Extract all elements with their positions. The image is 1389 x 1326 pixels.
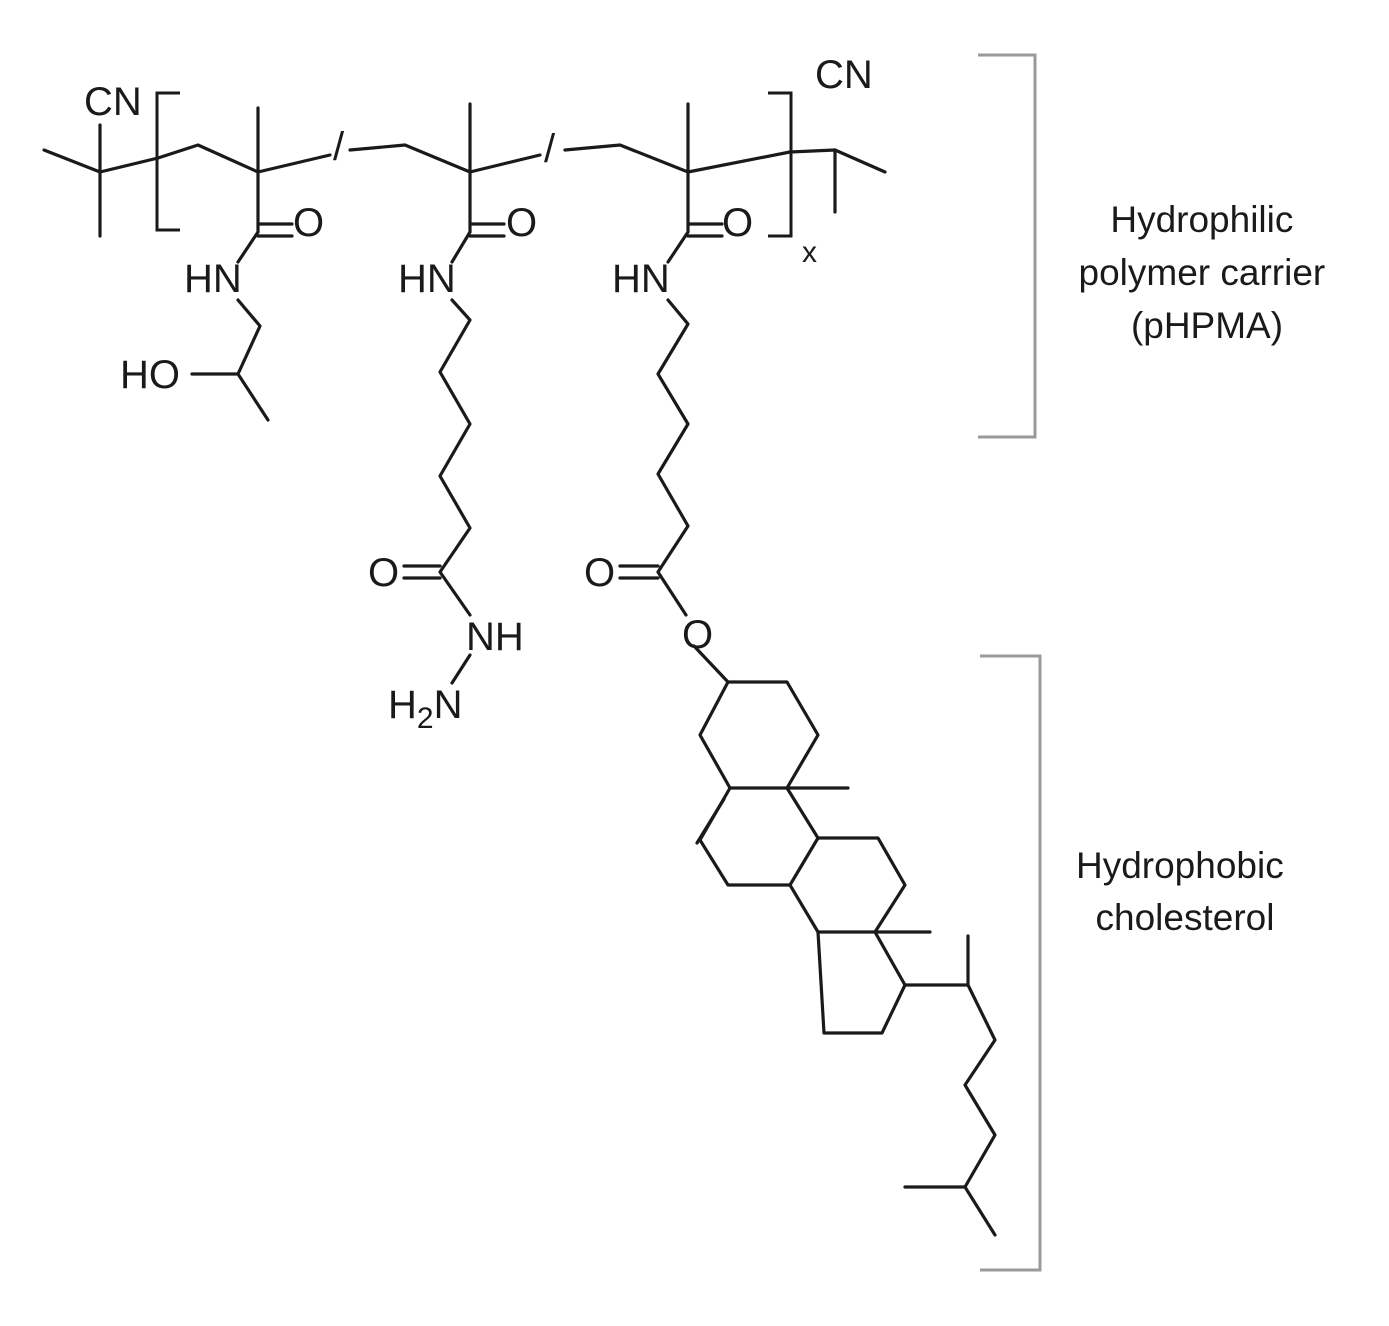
random-copolymer-slash-2: /: [544, 127, 556, 171]
random-copolymer-slash-1: /: [333, 125, 345, 169]
carbonyl-oxygen-2: O: [506, 201, 537, 245]
left-end-group: [42, 123, 160, 238]
ring-b-double-bond: [695, 797, 726, 845]
hydrazide-unit: [402, 170, 506, 685]
hydrophilic-caption: Hydrophilic polymer carrier (pHPMA): [1079, 199, 1336, 346]
cholesterol-core: [695, 680, 997, 1237]
carbonyl-oxygen-3: O: [722, 201, 753, 245]
nitrile-left-label: CN: [84, 80, 142, 124]
hydrazide-carbonyl-oxygen: O: [368, 551, 399, 595]
ester-spacer-unit: [618, 170, 730, 684]
hydrazide-nh2-label: H2N: [388, 683, 462, 735]
hydrophobic-region-bracket: [980, 654, 1042, 1272]
ring-b: [698, 786, 820, 887]
hydroxyl-label: HO: [120, 353, 180, 397]
ring-c: [788, 836, 907, 934]
ring-a: [698, 680, 820, 790]
polymer-backbone: [42, 102, 887, 238]
hydrophobic-caption: Hydrophobic cholesterol: [1076, 845, 1294, 938]
repeat-bracket-right: [768, 91, 793, 238]
nitrile-right-label: CN: [815, 53, 873, 97]
angular-methyls: [785, 786, 932, 934]
amide-nitrogen-2: HN: [398, 257, 456, 301]
backbone-methyls: [256, 102, 837, 214]
hydrazide-nh-label: NH: [466, 615, 524, 659]
repeat-bracket-left: [155, 91, 180, 232]
hpma-unit: [190, 170, 294, 422]
carbonyl-oxygen-1: O: [293, 201, 324, 245]
side-chain: [903, 934, 997, 1237]
hydrophilic-region-bracket: [978, 53, 1037, 439]
ester-oxygen: O: [682, 613, 713, 657]
amide-nitrogen-1: HN: [184, 257, 242, 301]
repeat-subscript-x: x: [802, 236, 817, 269]
atom-labels: CN CN O O O HN HN HN HO O NH H2N O O / /…: [84, 53, 873, 735]
ester-carbonyl-oxygen: O: [584, 551, 615, 595]
ring-d: [816, 930, 907, 1035]
amide-nitrogen-3: HN: [612, 257, 670, 301]
backbone-zigzag: [156, 143, 887, 174]
